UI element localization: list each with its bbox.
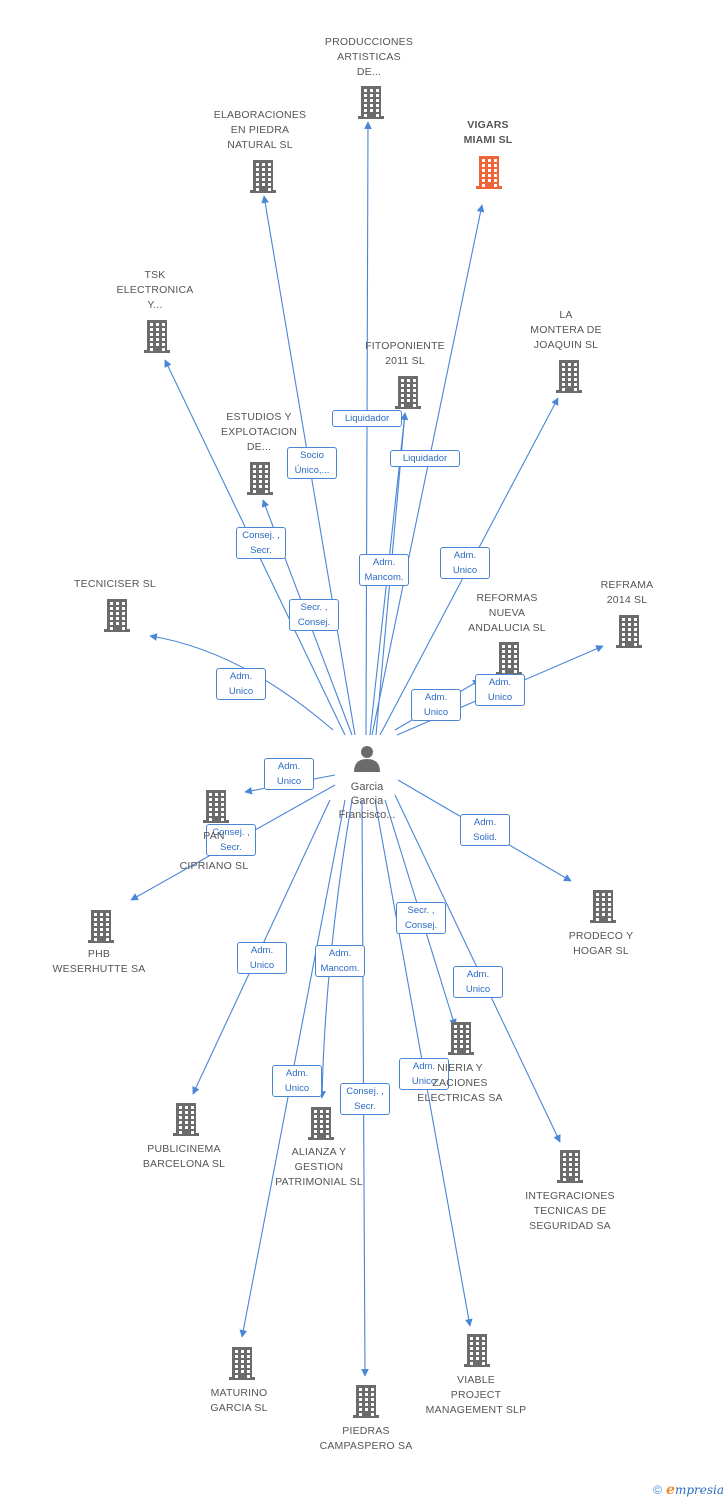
building-icon-estudios[interactable] xyxy=(247,462,273,495)
edge-role-label[interactable]: Adm. Unico xyxy=(272,1064,322,1097)
company-label-tecniciser[interactable]: TECNICISER SL xyxy=(74,578,156,590)
edge-role-label[interactable]: Adm. Unico xyxy=(216,667,266,700)
company-label-integraciones[interactable]: INTEGRACIONES TECNICAS DE SEGURIDAD SA xyxy=(525,1190,615,1232)
edge-role-label[interactable]: Adm. Unico xyxy=(453,965,503,998)
building-icon-tsk[interactable] xyxy=(144,320,170,353)
building-icon-ingenieria[interactable] xyxy=(448,1022,474,1055)
company-label-reframa[interactable]: REFRAMA 2014 SL xyxy=(600,579,654,606)
building-icon-reformas[interactable] xyxy=(496,642,522,675)
building-icon-piedras[interactable] xyxy=(353,1385,379,1418)
company-label-publicinema[interactable]: PUBLICINEMA BARCELONA SL xyxy=(142,1143,226,1170)
company-label-fitoponiente[interactable]: FITOPONIENTE 2011 SL xyxy=(365,340,445,367)
edge-line-tecniciser xyxy=(149,633,334,731)
building-icon-vigars[interactable] xyxy=(476,156,502,189)
building-icon-phb[interactable] xyxy=(88,910,114,943)
person-icon[interactable] xyxy=(354,746,380,772)
edge-role-label[interactable]: Adm. Solid. xyxy=(460,813,510,846)
building-icon-prodeco[interactable] xyxy=(590,890,616,923)
building-icon-producciones[interactable] xyxy=(358,86,384,119)
company-label-vigars[interactable]: VIGARS MIAMI SL xyxy=(463,119,513,146)
edge-line-vigars xyxy=(371,204,485,736)
edge-role-label[interactable]: Consej. , Secr. xyxy=(206,823,256,856)
building-icon-tecniciser[interactable] xyxy=(104,599,130,632)
building-icon-lamontera[interactable] xyxy=(556,360,582,393)
company-label-tsk[interactable]: TSK ELECTRONICA Y... xyxy=(116,269,194,311)
edge-role-label[interactable]: Adm. Unico xyxy=(440,546,490,579)
building-icon-viable[interactable] xyxy=(464,1334,490,1367)
building-icon-reframa[interactable] xyxy=(616,615,642,648)
edge-role-label[interactable]: Secr. , Consej. xyxy=(289,598,339,631)
building-icon-integraciones[interactable] xyxy=(557,1150,583,1183)
building-icon-fitoponiente[interactable] xyxy=(395,376,421,409)
edge-role-label[interactable]: Adm. Mancom. xyxy=(359,553,409,586)
building-icon-maturino[interactable] xyxy=(229,1347,255,1380)
edge-role-label[interactable]: Secr. , Consej. xyxy=(396,901,446,934)
company-label-panaderia[interactable]: PAN CIPRIANO SL xyxy=(179,830,249,872)
building-icon-alianza[interactable] xyxy=(308,1107,334,1140)
edge-role-label[interactable]: Adm. Unico xyxy=(411,688,461,721)
edge-role-label[interactable]: Adm. Unico xyxy=(475,673,525,706)
company-label-alianza[interactable]: ALIANZA Y GESTION PATRIMONIAL SL xyxy=(275,1146,363,1188)
company-label-producciones[interactable]: PRODUCCIONES ARTISTICAS DE... xyxy=(324,36,414,78)
edge-role-label[interactable]: Socio Único,... xyxy=(287,446,337,479)
company-label-prodeco[interactable]: PRODECO Y HOGAR SL xyxy=(568,930,634,957)
company-label-elaboraciones[interactable]: ELABORACIONES EN PIEDRA NATURAL SL xyxy=(213,109,307,151)
company-label-lamontera[interactable]: LA MONTERA DE JOAQUIN SL xyxy=(530,309,602,351)
copyright-symbol: © xyxy=(653,1483,663,1497)
edge-role-label[interactable]: Liquidador xyxy=(390,450,460,467)
edge-line-producciones xyxy=(364,121,372,736)
footer-brand: © empresia xyxy=(653,1482,724,1498)
company-label-ingenieria[interactable]: NIERIA Y ZACIONES ELECTRICAS SA xyxy=(417,1062,503,1104)
building-icon-panaderia[interactable] xyxy=(203,790,229,823)
edge-role-label[interactable]: Consej. , Secr. xyxy=(236,526,286,559)
brand-logo: empresia xyxy=(666,1482,724,1498)
person-name-label[interactable]: Garcia Garcia Francisco... xyxy=(338,781,396,821)
building-icon-elaboraciones[interactable] xyxy=(250,160,276,193)
company-label-piedras[interactable]: PIEDRAS CAMPASPERO SA xyxy=(319,1425,413,1452)
edge-role-label[interactable]: Consej. , Secr. xyxy=(340,1082,390,1115)
edge-role-label[interactable]: Adm. Unico xyxy=(237,941,287,974)
company-label-reformas[interactable]: REFORMAS NUEVA ANDALUCIA SL xyxy=(468,592,546,634)
edge-role-label[interactable]: Liquidador xyxy=(332,410,402,427)
company-label-viable[interactable]: VIABLE PROJECT MANAGEMENT SLP xyxy=(425,1374,527,1416)
edge-role-label[interactable]: Adm. Unico xyxy=(264,757,314,790)
edge-role-label[interactable]: Adm. Unico xyxy=(399,1057,449,1090)
company-label-estudios[interactable]: ESTUDIOS Y EXPLOTACION DE... xyxy=(220,411,298,453)
company-label-maturino[interactable]: MATURINO GARCIA SL xyxy=(210,1387,268,1414)
building-icon-publicinema[interactable] xyxy=(173,1103,199,1136)
company-label-phb[interactable]: PHB WESERHUTTE SA xyxy=(52,948,146,975)
edge-role-label[interactable]: Adm. Mancom. xyxy=(315,944,365,977)
